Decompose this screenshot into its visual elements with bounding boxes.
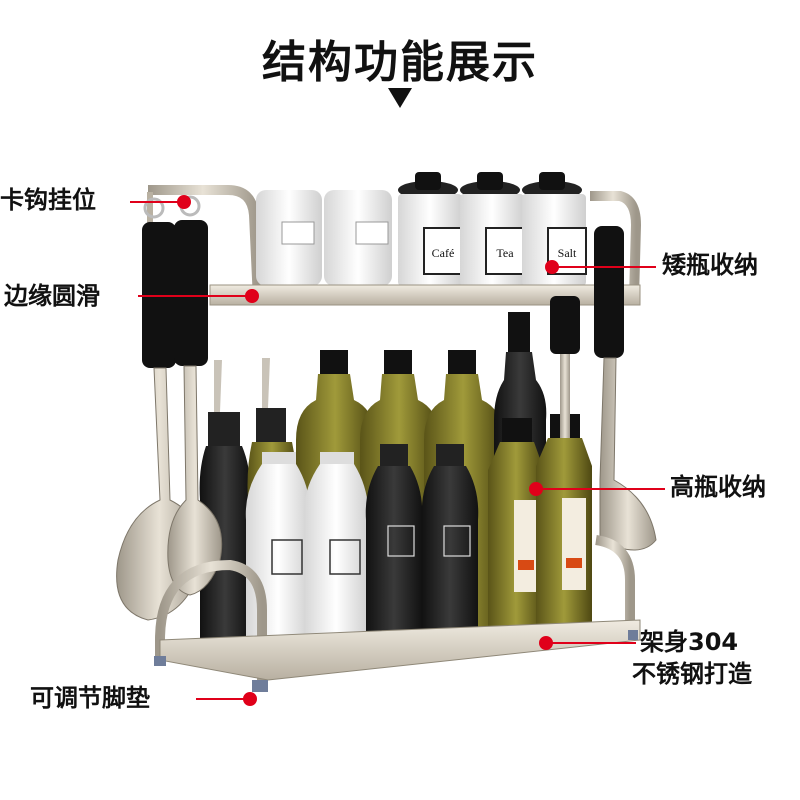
page-title: 结构功能展示 (262, 37, 538, 88)
callout-edge (138, 289, 259, 303)
oil-dispenser-dark-1 (199, 360, 251, 640)
right-upper-rail (590, 191, 642, 299)
label-frame: 架身304 不锈钢打造 (632, 626, 752, 690)
callout-frame (539, 636, 636, 650)
white-bottle-1 (245, 452, 311, 660)
label-feet: 可调节脚垫 (30, 684, 150, 712)
jar-label-cafe: Café (432, 246, 455, 260)
square-olive-bottle-1 (488, 418, 544, 640)
dark-bottle-2 (421, 444, 479, 650)
jar-label-salt: Salt (558, 246, 577, 260)
label-frame-line1: 架身304 (640, 628, 739, 656)
jar-label-tea: Tea (496, 246, 514, 260)
dark-bottle-1 (365, 444, 423, 650)
callout-short-bottles (545, 260, 656, 274)
down-arrow-icon (388, 88, 412, 108)
label-short-bottles: 矮瓶收纳 (662, 251, 758, 279)
callout-feet (196, 692, 257, 706)
short-jar-1 (256, 190, 322, 286)
hanging-utensil-right-1 (550, 296, 580, 438)
short-jar-2 (324, 190, 392, 286)
label-edge: 边缘圆滑 (4, 282, 100, 310)
left-lower-frame (155, 559, 267, 690)
label-tall-bottles: 高瓶收纳 (670, 473, 766, 501)
hanging-utensil-right-2 (594, 226, 657, 551)
right-lower-frame (595, 535, 635, 630)
foot-pad (252, 680, 268, 692)
short-jar-4: Tea (460, 172, 525, 286)
callout-tall-bottles (529, 482, 665, 496)
hanging-utensil-left-2 (167, 220, 223, 596)
label-frame-line2: 不锈钢打造 (632, 660, 752, 688)
left-upper-rail (148, 185, 263, 301)
label-hook: 卡钩挂位 (0, 186, 96, 214)
square-olive-bottle-2 (536, 414, 592, 630)
short-jar-3: Café (398, 172, 463, 286)
callout-hook (130, 195, 191, 209)
white-bottle-2 (303, 452, 369, 660)
